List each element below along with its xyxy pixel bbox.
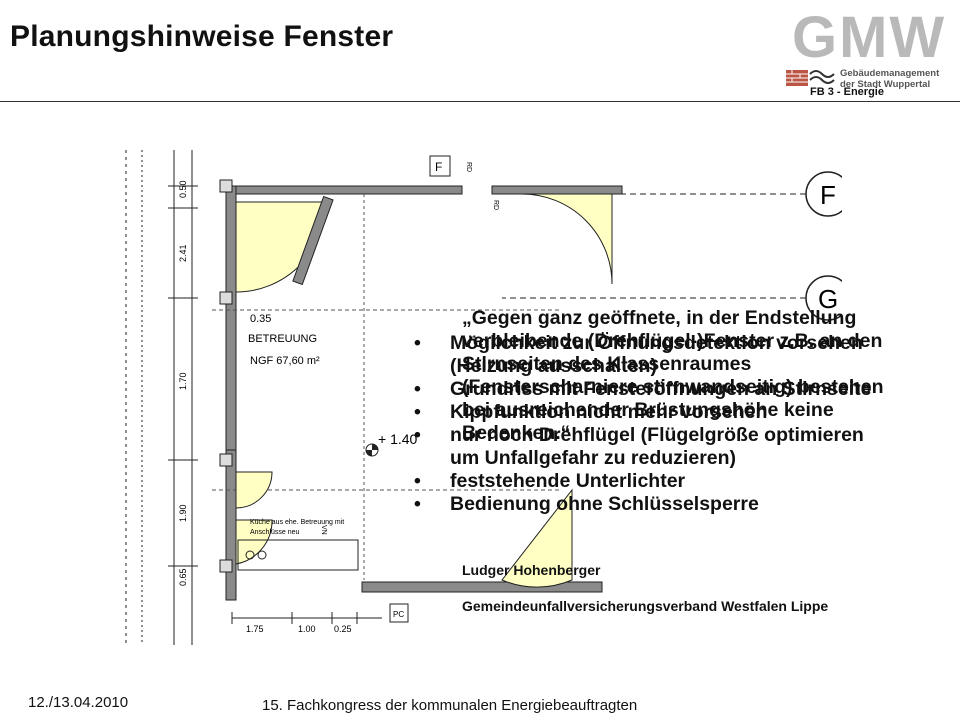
footer-congress: 15. Fachkongress der kommunalen Energieb… (262, 697, 638, 714)
dim-035: 0.35 (250, 313, 271, 325)
door-swing-lower-left (235, 471, 273, 565)
room-name: BETREUUNG (248, 333, 317, 345)
department-label: FB 3 - Energie (810, 86, 884, 98)
dim-left-1: 0.50 (178, 180, 188, 198)
tag-rd-2: RD (492, 200, 499, 210)
page-title: Planungshinweise Fenster (10, 20, 394, 53)
list-item: •Bedienung ohne Schlüsselsperre (414, 493, 759, 515)
tag-rd-1: RD (465, 162, 472, 172)
door-swing-bottom (501, 488, 573, 588)
kitchen-note-2: Anschlüsse neu (250, 529, 300, 536)
dim-bottom-3: 0.25 (334, 624, 352, 634)
bullet-list: •Möglichkeit zur Öffnungsdetektion vorse… (414, 332, 874, 516)
logo-letters: GMW (792, 5, 947, 70)
floor-plan: 0.50 2.41 1.70 1.90 0.65 F G F RD RD VN … (125, 150, 842, 645)
header-rule (0, 101, 960, 102)
dim-left-5: 0.65 (178, 568, 188, 586)
list-item: •Grundriss mit Fensteröffnungen an Stirn… (414, 378, 872, 400)
level-mark: + 1.40 (378, 431, 418, 447)
dim-left-3: 1.70 (178, 372, 188, 390)
kitchen-note-1: Küche aus ehe. Betreuung mit (250, 519, 344, 526)
door-swing-top-right (521, 193, 613, 285)
footer-date: 12./13.04.2010 (28, 694, 129, 711)
quote-text: „Gegen ganz geöffnete, in der Endstellun… (462, 307, 884, 444)
list-item: •feststehende Unterlichter (414, 470, 686, 492)
logo-brick-icon (786, 70, 835, 86)
dim-bottom-1: 1.75 (246, 624, 264, 634)
dim-bottom-2: 1.00 (298, 624, 316, 634)
quote-author: Ludger Hohenberger (462, 562, 601, 578)
room-area: NGF 67,60 m² (250, 355, 320, 367)
box-f-label: F (435, 160, 442, 174)
logo-subtitle: Gebäudemanagement der Stadt Wuppertal (840, 68, 940, 90)
list-item: •Möglichkeit zur Öffnungsdetektion vorse… (414, 332, 863, 377)
grid-letter-g: G (818, 284, 838, 314)
tag-vn-1: VN (320, 525, 327, 535)
box-pc-label: PC (393, 610, 404, 619)
door-swing-top-left (235, 195, 334, 293)
quote-organization: Gemeindeunfallversicherungsverband Westf… (462, 598, 829, 614)
list-item: •Kippfunktion nicht mehr vorsehen (414, 401, 768, 423)
list-item: •nur noch Drehflügel (Flügelgröße optimi… (414, 424, 864, 469)
dim-left-4: 1.90 (178, 504, 188, 522)
gmw-logo: GMW Gebäudemanagement der Stadt Wupperta… (784, 5, 950, 90)
dim-left-2: 2.41 (178, 244, 188, 262)
level-symbol-icon (365, 443, 379, 457)
grid-letter-f: F (820, 180, 836, 210)
